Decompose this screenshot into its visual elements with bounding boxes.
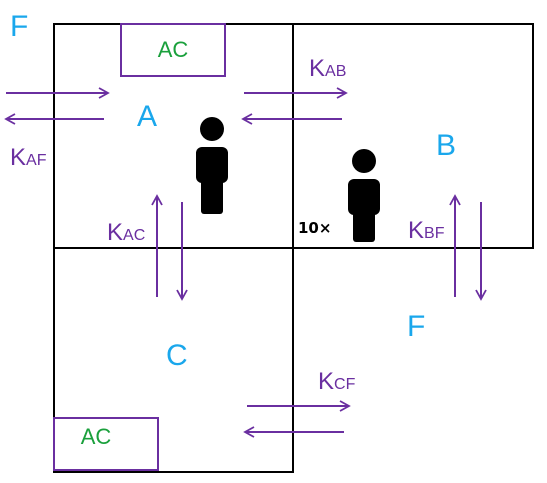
rate-af-main: K <box>10 144 26 171</box>
rate-label-cf: KCF <box>318 368 356 395</box>
room-walls <box>53 23 534 473</box>
room-c-wall <box>53 248 294 473</box>
rate-label-af: KAF <box>10 144 47 171</box>
room-b-wall <box>292 23 534 249</box>
rate-ac-main: K <box>107 219 123 246</box>
rate-ab-main: K <box>309 55 325 82</box>
occupant-multiplier: 10× <box>298 219 331 237</box>
flow-arrows <box>4 87 487 438</box>
outside-label-right: F <box>407 310 425 343</box>
rate-bf-sub: BF <box>424 225 445 242</box>
rate-ac-sub: AC <box>123 227 145 244</box>
person-icon <box>348 149 380 242</box>
rate-label-ab: KAB <box>309 55 346 82</box>
outside-label-top: F <box>10 10 28 43</box>
zone-b-label: B <box>436 129 456 162</box>
ac-label-bottom: AC <box>81 424 112 449</box>
zone-c-label: C <box>166 339 188 372</box>
rate-label-ac: KAC <box>107 219 145 246</box>
rate-af-sub: AF <box>26 152 47 169</box>
ac-unit-bottom <box>53 417 159 471</box>
rate-bf-main: K <box>408 217 424 244</box>
person-icon <box>196 117 228 214</box>
rate-cf-sub: CF <box>334 376 356 393</box>
ac-label-top: AC <box>158 37 189 62</box>
rate-ab-sub: AB <box>325 63 346 80</box>
ac-unit-top <box>120 23 226 77</box>
rate-cf-main: K <box>318 368 334 395</box>
zone-a-label: A <box>137 100 157 133</box>
rate-label-bf: KBF <box>408 217 445 244</box>
